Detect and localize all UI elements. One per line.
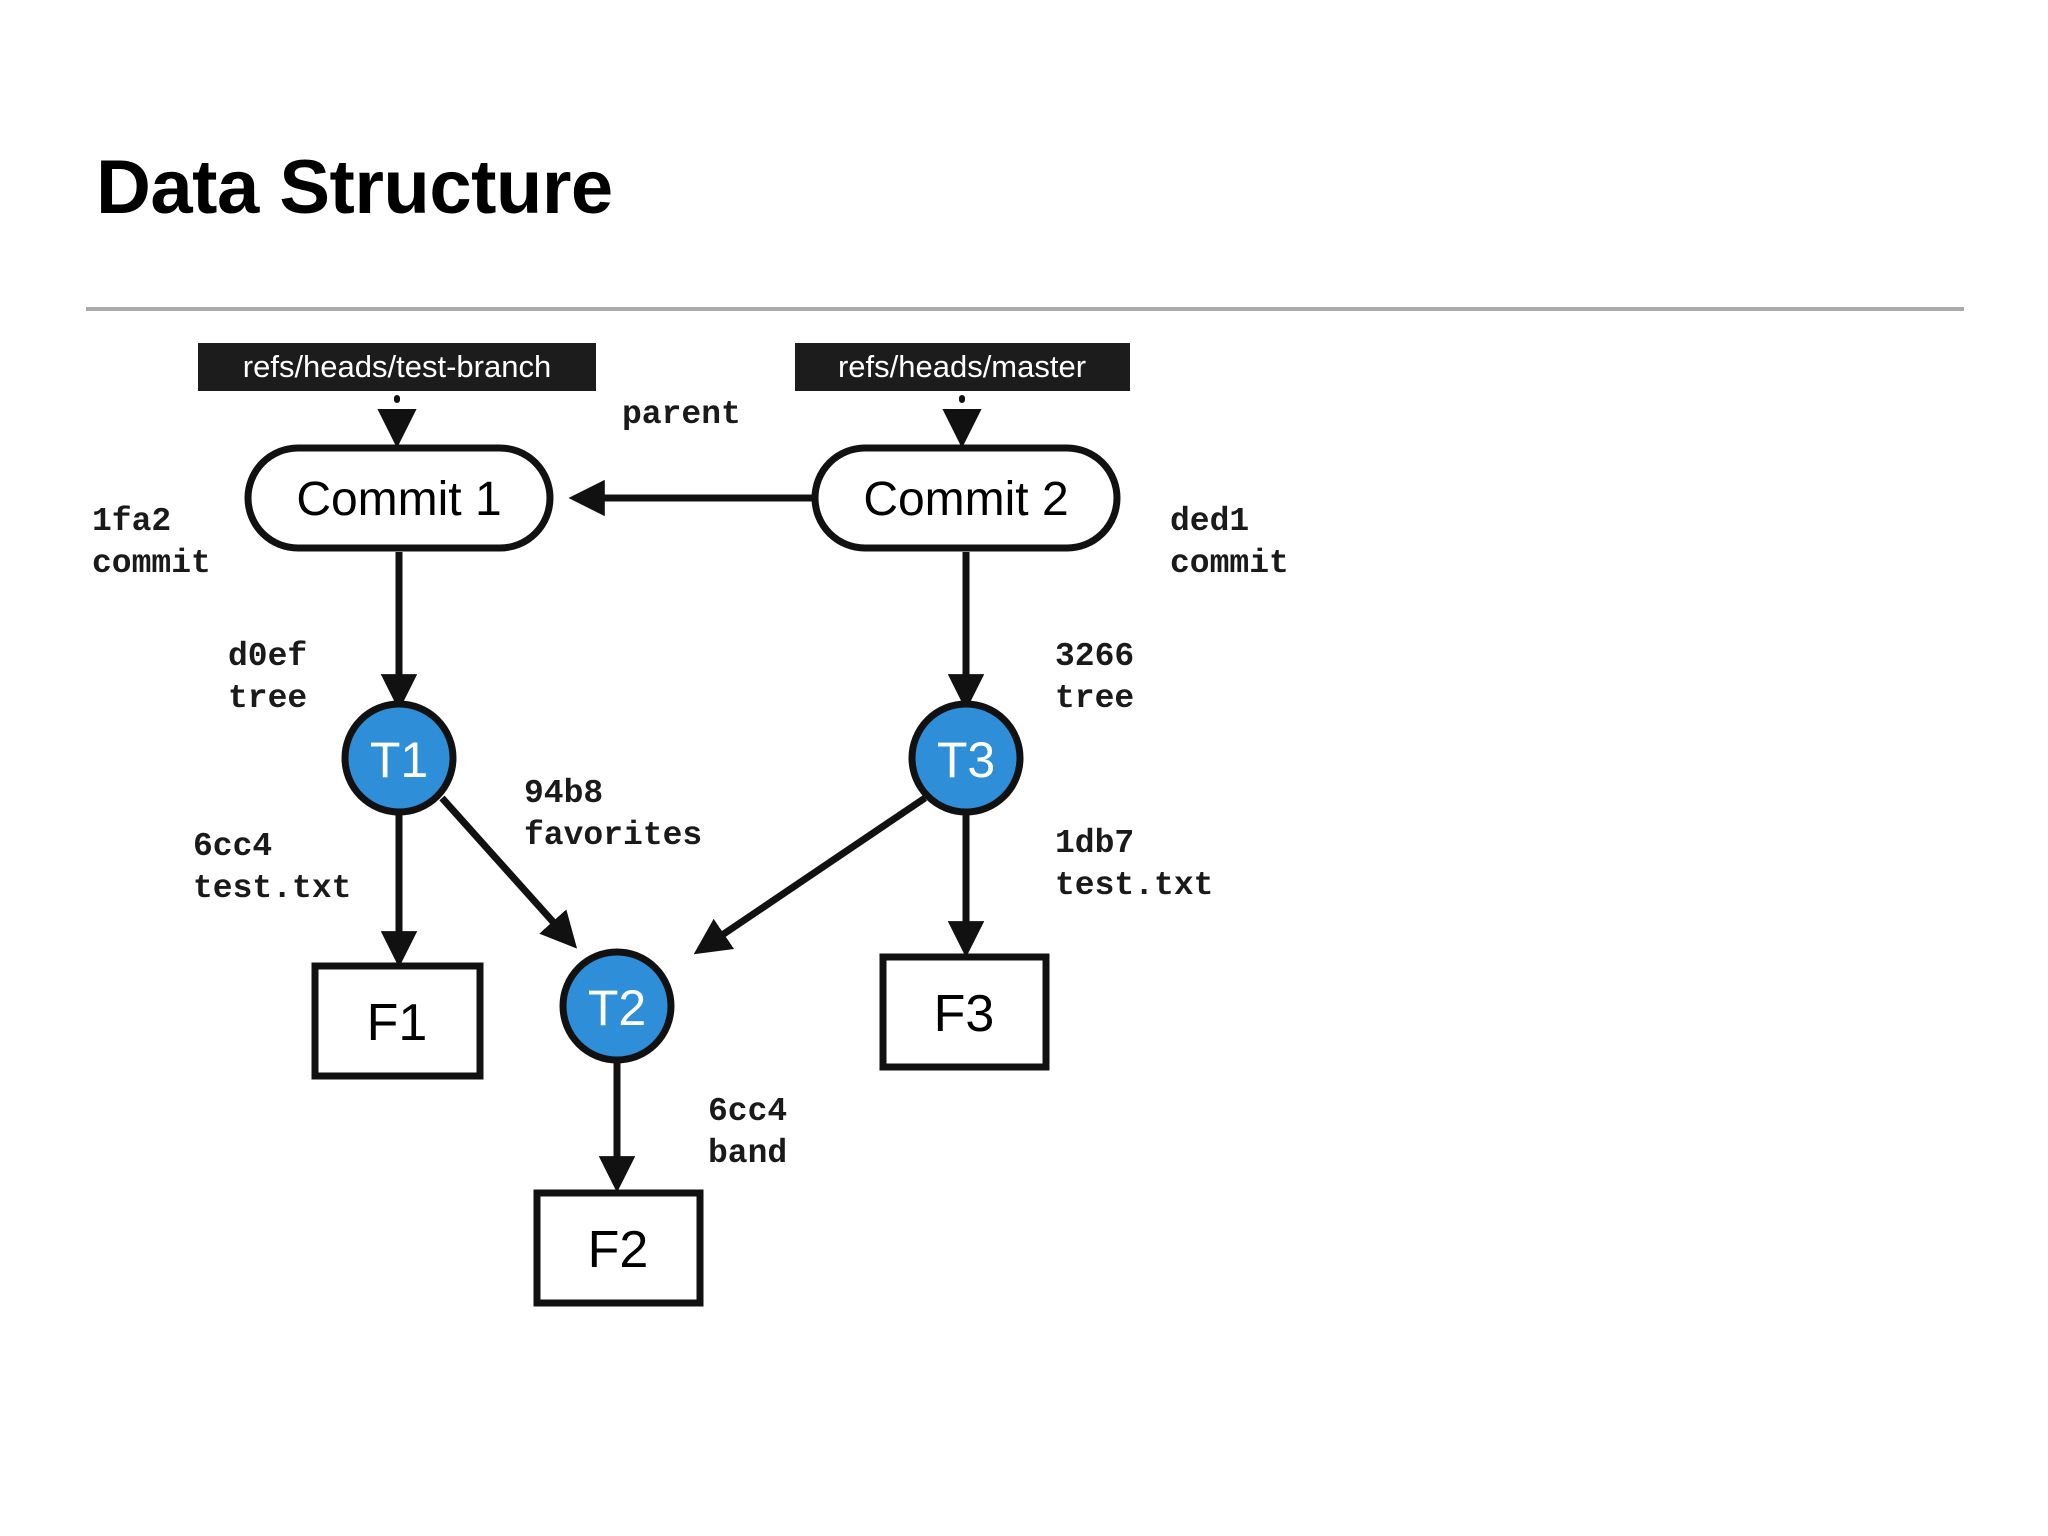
- file-f2-shape: [533, 1189, 704, 1307]
- annotation-commit-1-hash: 1fa2 commit: [92, 503, 211, 582]
- ref-label-master-text: refs/heads/master: [838, 349, 1086, 384]
- node-file-f3[interactable]: F3: [879, 953, 1050, 1071]
- ref-label-master[interactable]: refs/heads/master: [795, 343, 1130, 391]
- f1-hash-text: 6cc4: [193, 828, 272, 865]
- file-f1-shape: [311, 962, 484, 1080]
- annotation-t3-hash: 3266 tree: [1055, 638, 1134, 717]
- annotation-f2-hash: 6cc4 band: [708, 1093, 787, 1172]
- edge-label-parent: parent: [622, 396, 741, 433]
- file-f3-label: F3: [934, 985, 995, 1043]
- commit-1-shape: [244, 444, 554, 552]
- annotation-t2-hash: 94b8 favorites: [524, 775, 702, 854]
- t1-kind-text: tree: [228, 680, 307, 717]
- page-title: Data Structure: [96, 145, 613, 230]
- tree-t3-label: T3: [937, 732, 995, 788]
- t3-hash-text: 3266: [1055, 638, 1134, 675]
- commit-2-shape: [811, 444, 1121, 552]
- ref-label-test-branch[interactable]: refs/heads/test-branch: [198, 343, 596, 391]
- tree-t3-shape: [908, 700, 1024, 816]
- commit-2-hash-text: ded1: [1170, 503, 1249, 540]
- tree-t2-shape: [559, 948, 675, 1064]
- annotation-t1-hash: d0ef tree: [228, 638, 307, 717]
- commit-1-kind-text: commit: [92, 545, 211, 582]
- tree-t1-label: T1: [370, 732, 428, 788]
- edge-t3-to-t2: [693, 795, 927, 955]
- tree-t2-label: T2: [588, 980, 646, 1036]
- ref-label-master-box: [795, 343, 1130, 391]
- commit-1-label: Commit 1: [296, 473, 501, 526]
- f1-name-text: test.txt: [193, 870, 351, 907]
- file-f2-label: F2: [588, 1221, 649, 1279]
- edge-t1-to-t2: [439, 795, 578, 949]
- f3-name-text: test.txt: [1055, 867, 1213, 904]
- ref-label-test-branch-box: [198, 343, 596, 391]
- commit-2-label: Commit 2: [863, 473, 1068, 526]
- node-tree-t1[interactable]: T1: [341, 700, 457, 816]
- file-f1-label: F1: [367, 994, 428, 1052]
- t3-kind-text: tree: [1055, 680, 1134, 717]
- annotation-commit-2-hash: ded1 commit: [1170, 503, 1289, 582]
- t2-kind-text: favorites: [524, 817, 702, 854]
- node-commit-1[interactable]: Commit 1: [244, 444, 554, 552]
- node-file-f1[interactable]: F1: [311, 962, 484, 1080]
- tree-t1-shape: [341, 700, 457, 816]
- f3-hash-text: 1db7: [1055, 825, 1134, 862]
- node-tree-t2[interactable]: T2: [559, 948, 675, 1064]
- title-divider: [86, 307, 1964, 311]
- commit-1-hash-text: 1fa2: [92, 503, 171, 540]
- file-f3-shape: [879, 953, 1050, 1071]
- node-tree-t3[interactable]: T3: [908, 700, 1024, 816]
- t2-hash-text: 94b8: [524, 775, 603, 812]
- data-structure-diagram: refs/heads/test-branch refs/heads/master…: [0, 330, 2048, 1390]
- node-commit-2[interactable]: Commit 2: [811, 444, 1121, 552]
- t1-hash-text: d0ef: [228, 638, 307, 675]
- f2-hash-text: 6cc4: [708, 1093, 787, 1130]
- annotation-f3-hash: 1db7 test.txt: [1055, 825, 1213, 904]
- annotation-f1-hash: 6cc4 test.txt: [193, 828, 351, 907]
- commit-2-kind-text: commit: [1170, 545, 1289, 582]
- node-file-f2[interactable]: F2: [533, 1189, 704, 1307]
- f2-name-text: band: [708, 1135, 787, 1172]
- ref-label-test-branch-text: refs/heads/test-branch: [243, 349, 551, 384]
